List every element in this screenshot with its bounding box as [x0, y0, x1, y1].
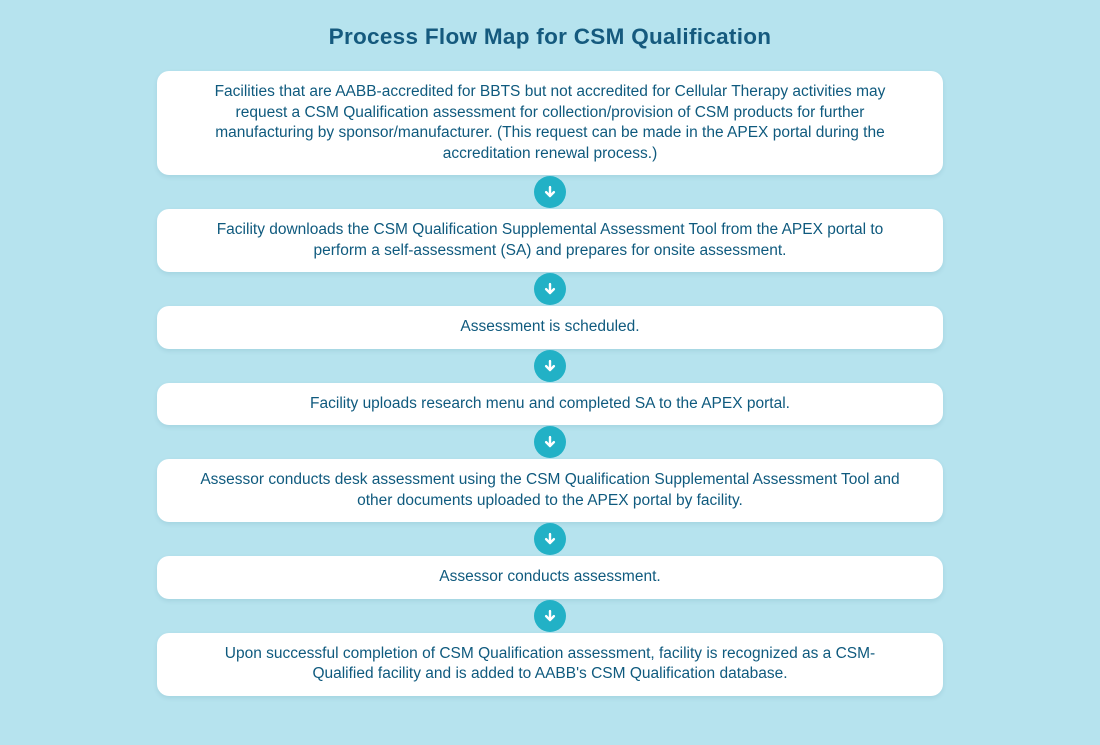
step-text-1: Facilities that are AABB-accredited for …	[214, 83, 886, 162]
step-box-5: Assessor conducts desk assessment using …	[157, 459, 943, 522]
step-text-5: Assessor conducts desk assessment using …	[200, 471, 900, 509]
flow-column: Facilities that are AABB-accredited for …	[157, 71, 943, 696]
down-arrow-icon	[534, 523, 566, 555]
step-text-2: Facility downloads the CSM Qualification…	[216, 221, 884, 259]
connector-1	[157, 175, 943, 209]
down-arrow-icon	[534, 176, 566, 208]
down-arrow-icon	[534, 273, 566, 305]
step-box-3: Assessment is scheduled.	[157, 306, 943, 349]
step-box-6: Assessor conducts assessment.	[157, 556, 943, 599]
down-arrow-icon	[534, 426, 566, 458]
down-arrow-icon	[534, 349, 566, 382]
page-title: Process Flow Map for CSM Qualification	[328, 24, 772, 49]
down-arrow-icon	[534, 599, 566, 632]
step-box-2: Facility downloads the CSM Qualification…	[157, 209, 943, 272]
step-text-4: Facility uploads research menu and compl…	[310, 394, 790, 412]
connector-4	[157, 425, 943, 459]
step-box-4: Facility uploads research menu and compl…	[157, 382, 943, 425]
step-text-7: Upon successful completion of CSM Qualif…	[224, 644, 876, 683]
connector-5	[157, 522, 943, 556]
step-text-6: Assessor conducts assessment.	[439, 568, 661, 585]
step-box-1: Facilities that are AABB-accredited for …	[157, 71, 943, 175]
step-box-7: Upon successful completion of CSM Qualif…	[157, 632, 943, 696]
connector-2	[157, 272, 943, 306]
connector-6	[157, 599, 943, 633]
connector-3	[157, 349, 943, 383]
step-text-3: Assessment is scheduled.	[460, 318, 640, 335]
